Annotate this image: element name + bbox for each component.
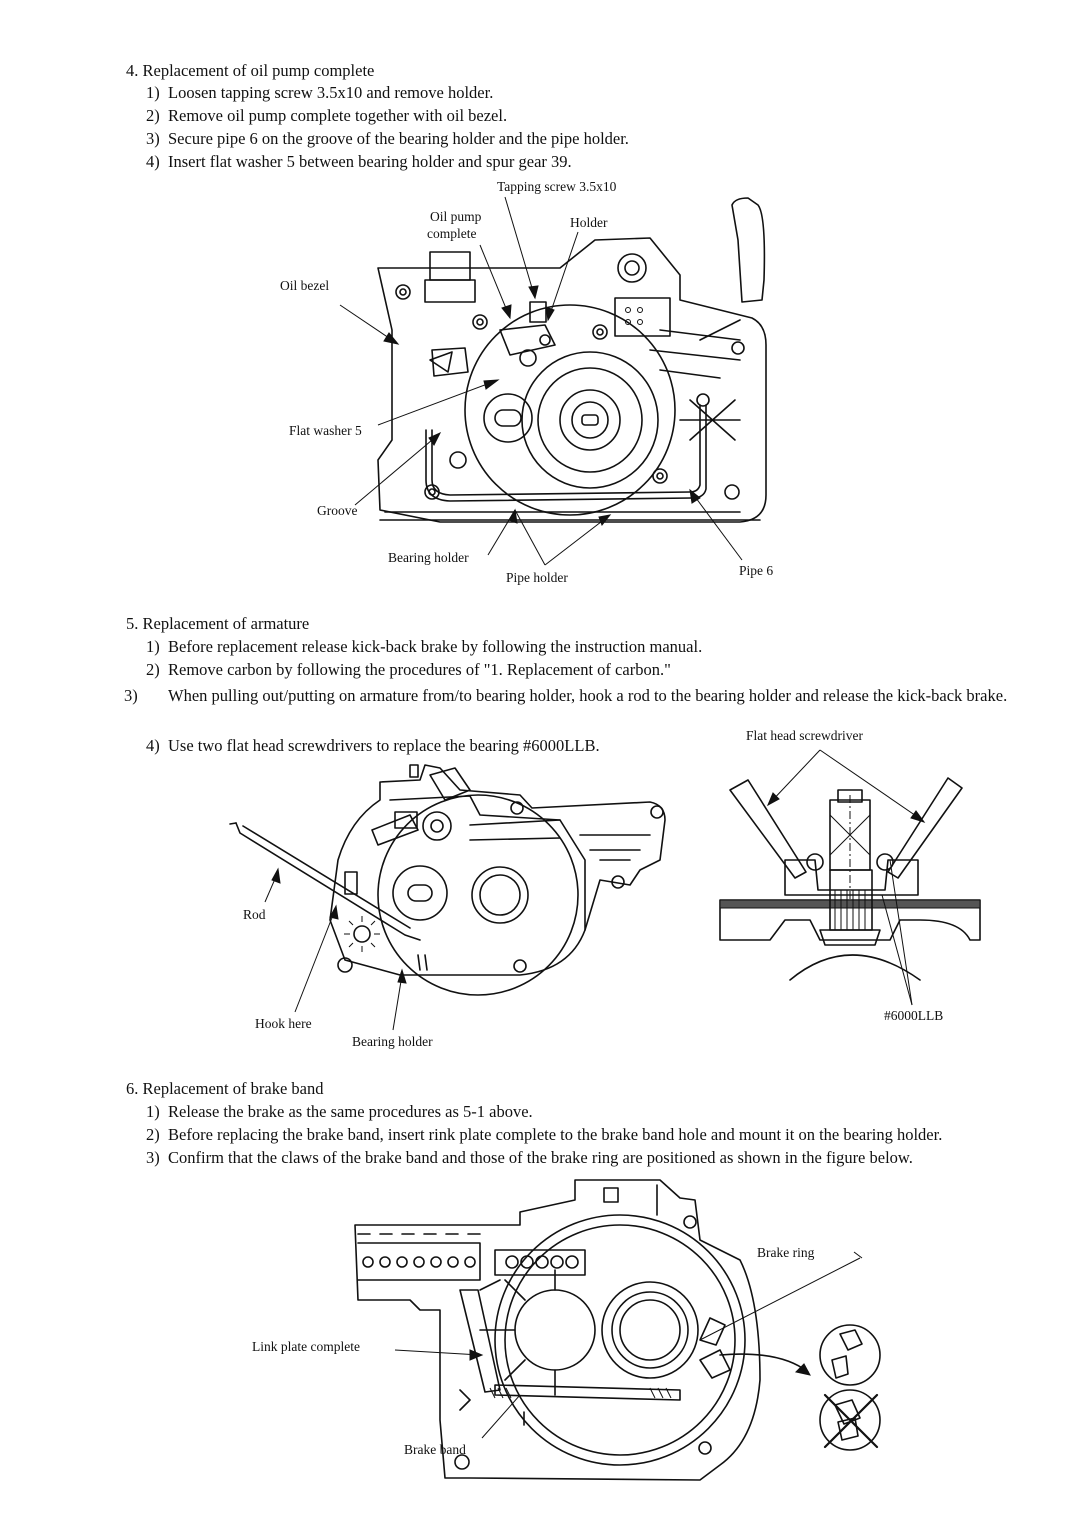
step-text: Release the brake as the same procedures… xyxy=(168,1102,533,1121)
section-4-step-4: 4) Insert flat washer 5 between bearing h… xyxy=(146,151,572,172)
step-text: Use two flat head screwdrivers to replac… xyxy=(168,736,600,755)
label-pipe: Pipe 6 xyxy=(739,563,774,578)
label-link-plate: Link plate complete xyxy=(252,1339,360,1354)
section-5-step-3: 3) When pulling out/putting on armature f… xyxy=(124,685,1048,706)
label-pipe-holder: Pipe holder xyxy=(506,570,568,585)
label-bearing-holder-2: Bearing holder xyxy=(352,1034,433,1049)
label-groove: Groove xyxy=(317,503,358,518)
armature-figure xyxy=(229,749,981,1031)
step-number: 2) xyxy=(146,660,160,679)
section-6-step-3: 3) Confirm that the claws of the brake ba… xyxy=(146,1147,913,1168)
label-bearing-6000llb: #6000LLB xyxy=(884,1008,944,1023)
section-6-title: 6. Replacement of brake band xyxy=(126,1079,324,1098)
section-5-step-4: 4) Use two flat head screwdrivers to repl… xyxy=(146,735,600,756)
section-4-step-3: 3) Secure pipe 6 on the groove of the bea… xyxy=(146,128,629,149)
step-text: Before replacing the brake band, insert … xyxy=(168,1125,943,1144)
section-5-step-1: 1) Before replacement release kick-back b… xyxy=(146,636,702,657)
label-holder: Holder xyxy=(570,215,608,230)
section-4-step-2: 2) Remove oil pump complete together with… xyxy=(146,105,507,126)
oil-pump-figure xyxy=(339,196,767,566)
label-oil-pump-line1: Oil pump xyxy=(430,209,482,224)
step-number: 1) xyxy=(146,637,160,656)
step-number: 4) xyxy=(146,736,160,755)
label-bearing-holder: Bearing holder xyxy=(388,550,469,565)
step-text: Before replacement release kick-back bra… xyxy=(168,637,703,656)
label-flat-head-screwdriver: Flat head screwdriver xyxy=(746,728,863,743)
label-oil-bezel: Oil bezel xyxy=(280,278,330,293)
step-text: Remove oil pump complete together with o… xyxy=(168,106,508,125)
step-text: Loosen tapping screw 3.5x10 and remove h… xyxy=(168,83,494,102)
label-brake-ring: Brake ring xyxy=(757,1245,815,1260)
step-text: Remove carbon by following the procedure… xyxy=(168,660,671,679)
section-5-title: 5. Replacement of armature xyxy=(126,614,310,633)
section-6-step-1: 1) Release the brake as the same procedur… xyxy=(146,1101,533,1122)
step-number: 2) xyxy=(146,1125,160,1144)
step-number: 4) xyxy=(146,152,160,171)
step-number: 3) xyxy=(146,129,160,148)
step-text: Secure pipe 6 on the groove of the beari… xyxy=(168,129,629,148)
label-tapping-screw: Tapping screw 3.5x10 xyxy=(497,179,617,194)
section-5-step-2: 2) Remove carbon by following the procedu… xyxy=(146,659,671,680)
step-number: 1) xyxy=(146,83,160,102)
section-4-step-1: 1) Loosen tapping screw 3.5x10 and remove… xyxy=(146,82,493,103)
label-oil-pump-line2: complete xyxy=(427,226,477,241)
section-4-title: 4. Replacement of oil pump complete xyxy=(126,61,375,80)
step-text: When pulling out/putting on armature fro… xyxy=(168,686,1008,705)
label-hook-here: Hook here xyxy=(255,1016,312,1031)
step-number: 3) xyxy=(124,686,138,705)
step-text: Confirm that the claws of the brake band… xyxy=(168,1148,913,1167)
label-brake-band: Brake band xyxy=(404,1442,466,1457)
step-number: 1) xyxy=(146,1102,160,1121)
step-number: 2) xyxy=(146,106,160,125)
section-6-step-2: 2) Before replacing the brake band, inser… xyxy=(146,1124,942,1145)
label-flat-washer: Flat washer 5 xyxy=(289,423,362,438)
step-text: Insert flat washer 5 between bearing hol… xyxy=(168,152,572,171)
step-number: 3) xyxy=(146,1148,160,1167)
label-rod: Rod xyxy=(243,907,266,922)
